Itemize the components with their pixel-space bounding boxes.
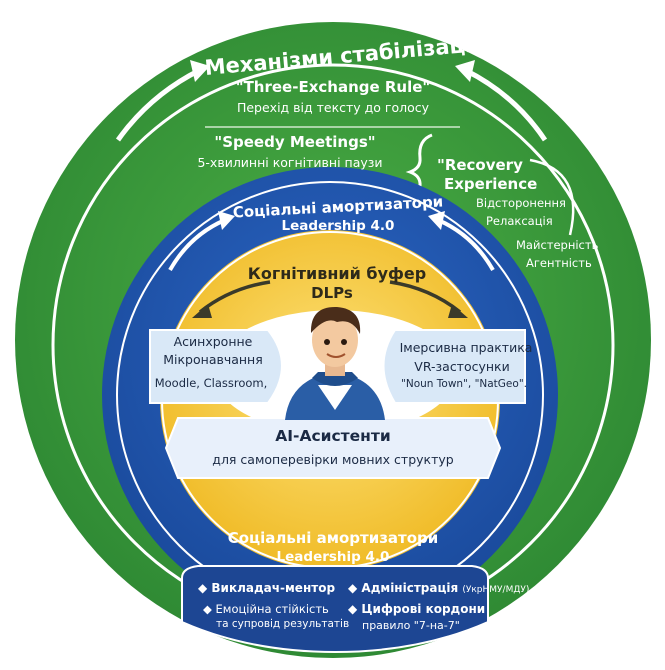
blue-arrow-left <box>168 218 226 271</box>
right-panel-line2: VR-застосунки <box>414 359 510 374</box>
bottom-item-administration: ◆ Адміністрація (УкрНМУ/МДУ) <box>348 581 529 595</box>
bottom-item-emotional-resilience: ◆ Емоційна стійкість <box>203 602 329 616</box>
left-panel-line2: Мікронавчання <box>163 352 263 367</box>
recovery-title-line1: "Recovery <box>437 156 523 174</box>
recovery-title-line2: Experience <box>444 175 538 193</box>
recovery-item-detachment: Відсторонення <box>476 196 566 210</box>
rule1-title: "Three-Exchange Rule" <box>235 78 431 96</box>
rule2-subtitle: 5-хвилинні когнітивні паузи <box>197 155 383 170</box>
cognitive-buffer-title: Когнітивний буфер <box>247 264 427 283</box>
ai-banner <box>164 417 502 479</box>
bottom-item-digital-boundaries-line2: правило "7-на-7" <box>362 619 460 632</box>
outer-arrow-left <box>115 67 202 142</box>
bottom-item-teacher-mentor: ◆ Викладач-ментор <box>198 581 336 595</box>
administration-label: ◆ Адміністрація <box>348 581 459 595</box>
student-avatar <box>285 306 385 420</box>
left-panel-line3: Moodle, Classroom, <box>154 376 268 390</box>
right-panel-line1: Імерсивна практика <box>399 340 533 355</box>
outer-arrow-right <box>463 67 548 142</box>
right-panel-line3: "Noun Town", "NatGeo". <box>401 378 527 390</box>
blue-arrow-right <box>437 218 495 271</box>
left-panel-line1: Асинхронне <box>173 334 253 349</box>
bottom-item-emotional-resilience-line2: та супровід результатів <box>216 618 350 630</box>
rule2-title: "Speedy Meetings" <box>214 133 376 151</box>
social-top-subtitle: Leadership 4.0 <box>281 218 395 234</box>
recovery-item-agency: Агентність <box>526 256 592 270</box>
rule1-subtitle: Перехід від тексту до голосу <box>236 100 430 115</box>
recovery-item-mastery: Майстерність <box>516 238 599 252</box>
administration-note: (УкрНМУ/МДУ) <box>462 585 530 595</box>
bottom-item-digital-boundaries: ◆ Цифрові кордони <box>348 602 486 616</box>
recovery-item-relaxation: Релаксація <box>486 214 553 228</box>
cognitive-buffer-subtitle: DLPs <box>311 284 353 302</box>
right-panel <box>382 329 526 404</box>
social-bottom-subtitle: Leadership 4.0 <box>276 549 390 565</box>
social-bottom-title: Соціальні амортизатори <box>227 529 439 547</box>
ai-assistants-subtitle: для самоперевірки мовних структур <box>212 452 454 467</box>
ai-assistants-title: AI-Асистенти <box>275 427 391 445</box>
left-panel <box>149 329 283 404</box>
bottom-banner <box>181 565 489 654</box>
recovery-arc <box>529 158 575 236</box>
